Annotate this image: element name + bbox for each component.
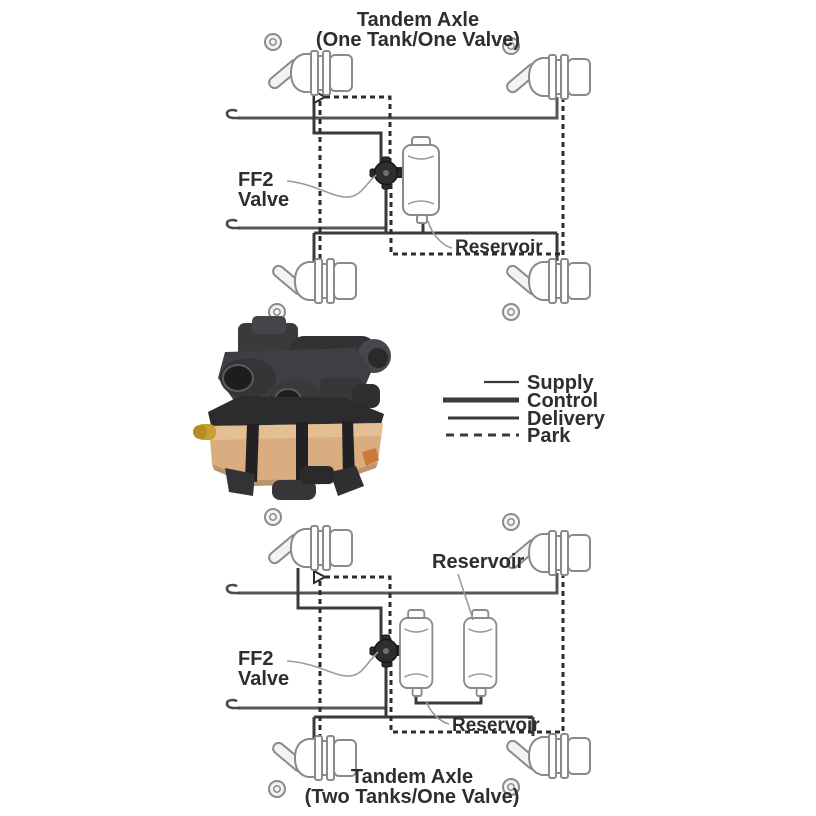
- park-line: [325, 95, 392, 163]
- delivery-line: [312, 231, 559, 261]
- brake-chamber: [502, 258, 591, 321]
- gladhand-hook-icon: [225, 698, 242, 710]
- leader-line: [286, 174, 377, 198]
- leader-line: [457, 573, 474, 621]
- reservoir-label: Reservoir: [455, 237, 543, 258]
- park-line: [325, 575, 392, 640]
- brake-chamber: [268, 258, 357, 321]
- reservoir-label: Reservoir: [432, 551, 524, 573]
- top-diagram: FF2 Valve Reservoir Tandem Axle (One Tan…: [225, 9, 591, 321]
- reservoir-tank: [463, 609, 498, 697]
- ff2-valve-label: Valve: [238, 668, 289, 690]
- ff2-valve-label: FF2: [238, 169, 274, 191]
- reservoir-tank: [402, 136, 440, 224]
- leader-line: [286, 651, 379, 677]
- reservoir-tank: [399, 609, 434, 697]
- bottom-diagram: Reservoir FF2 Valve Reservoir Tandem Axl…: [225, 508, 591, 808]
- bottom-diagram-subtitle: (Two Tanks/One Valve): [305, 786, 520, 808]
- park-line: [389, 184, 563, 256]
- ff2-valve-label: Valve: [238, 189, 289, 211]
- ff2-valve-symbol: [369, 156, 403, 190]
- ff2-valve-symbol: [369, 634, 403, 668]
- legend-label-park: Park: [527, 425, 571, 447]
- reservoir-label: Reservoir: [452, 715, 540, 736]
- top-diagram-title: Tandem Axle: [357, 9, 479, 31]
- delivery-line: [312, 93, 383, 163]
- gladhand-hook-icon: [225, 108, 242, 120]
- gladhand-hook-icon: [225, 583, 242, 595]
- gladhand-hook-icon: [225, 218, 242, 230]
- ff2-valve-photo: [193, 316, 391, 500]
- legend-label-control: Control: [527, 390, 598, 412]
- tank-connector-line: [414, 692, 483, 705]
- top-diagram-subtitle: (One Tank/One Valve): [316, 29, 520, 51]
- brake-chamber: [264, 508, 353, 571]
- leader-line: [425, 700, 450, 725]
- park-line: [389, 662, 563, 734]
- control-line: [238, 97, 559, 120]
- leader-line: [427, 220, 453, 249]
- control-line: [238, 573, 559, 595]
- line-legend: Supply Control Delivery Park: [443, 372, 606, 447]
- legend-label-delivery: Delivery: [527, 408, 606, 430]
- ff2-valve-label: FF2: [238, 648, 274, 670]
- legend-label-supply: Supply: [527, 372, 595, 394]
- bottom-diagram-title: Tandem Axle: [351, 766, 473, 788]
- delivery-line: [296, 568, 383, 640]
